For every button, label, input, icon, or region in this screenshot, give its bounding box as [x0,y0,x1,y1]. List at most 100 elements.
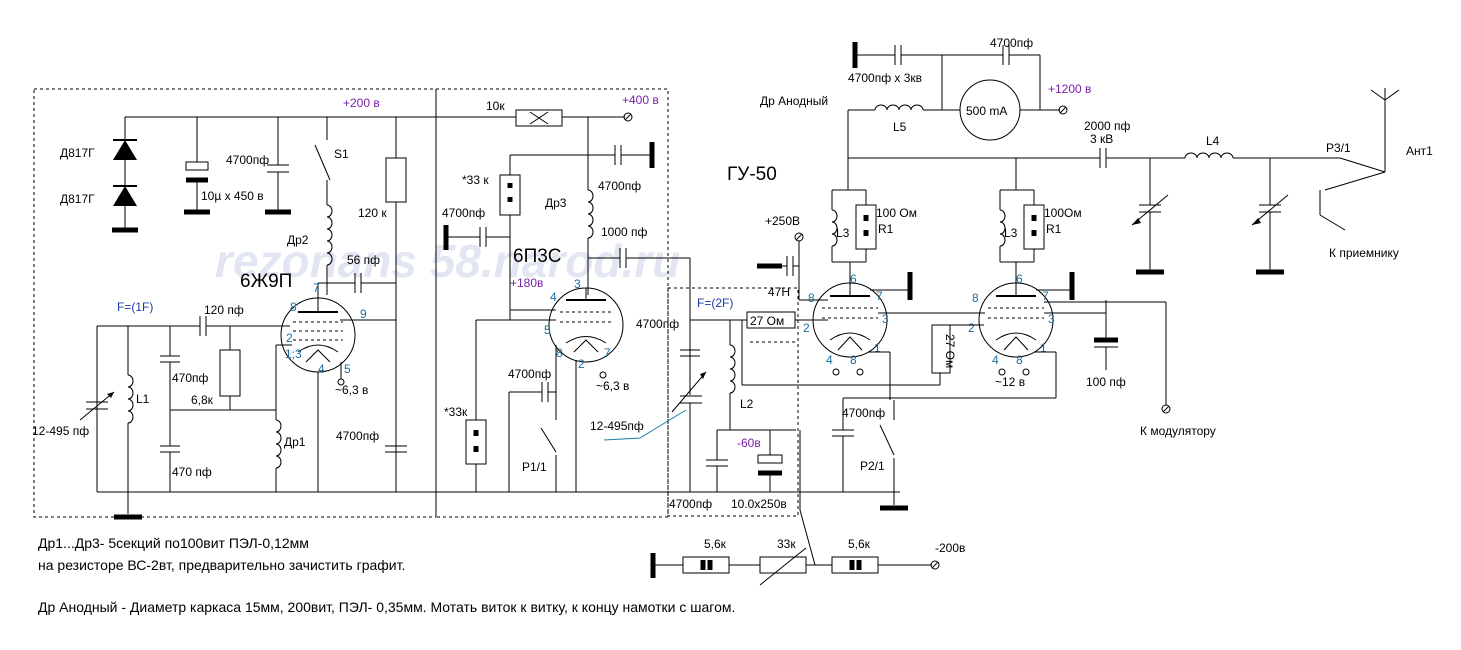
svg-text:7: 7 [1042,289,1049,303]
label-c10u: 10µ х 450 в [201,189,264,203]
resistor-120k [385,117,407,492]
capacitor-4700-top [265,117,291,215]
label-c120: 120 пф [204,303,244,317]
zener-diode-d817-b [112,160,138,233]
svg-text:4: 4 [992,353,999,367]
svg-text:2: 2 [286,331,293,345]
label-ant: Ант1 [1406,144,1433,158]
label-c10x250: 10.0х250в [731,497,787,511]
label-r1a: R1 [878,222,894,236]
label-c4700-b: 4700пф [336,429,379,443]
tube-6zh9p [280,283,356,373]
label-r56b: 5,6к [848,537,871,551]
label-freq-1f: F=(1F) [117,300,153,314]
zener-diode-d817-a [113,117,137,160]
svg-text:3: 3 [1048,312,1055,326]
svg-text:6: 6 [1016,272,1023,286]
svg-text:2: 2 [803,321,810,335]
svg-text:8: 8 [808,291,815,305]
svg-text:7: 7 [604,346,611,360]
label-c4700-bot: 4700пф [669,497,712,511]
svg-text:4: 4 [550,290,557,304]
label-fil63b: ~6,3 в [596,379,629,393]
svg-text:1: 1 [1040,341,1047,355]
svg-text:8: 8 [972,291,979,305]
label-c4700-top: 4700пф [226,153,269,167]
tank-2f: F=(2F) 4700пф 12-495пф L2 -60в 10.0х250в… [590,296,828,566]
svg-text:5: 5 [344,362,351,376]
svg-text:1;3: 1;3 [285,347,302,361]
label-r100b: 100Ом [1044,206,1082,220]
svg-text:1: 1 [874,341,881,355]
label-r10k: 10к [486,99,505,113]
label-r33k-bot: *33к [444,405,468,419]
tube-gu50-a [812,282,888,358]
label-plus400: +400 в [622,93,659,107]
svg-text:8: 8 [1016,353,1023,367]
label-l5: L5 [893,120,907,134]
svg-text:6: 6 [850,272,857,286]
switch-s1 [314,117,331,205]
label-c4700-p2: 4700пф [842,406,885,420]
label-c4700-f2: 4700пф [636,317,679,331]
label-c4700x3: 4700пф х 3кв [848,71,922,85]
svg-text:4: 4 [318,362,325,376]
label-r68k: 6,8к [191,393,214,407]
label-l2: L2 [740,397,754,411]
label-freq-2f: F=(2F) [697,296,733,310]
inductor-l1 [127,326,134,492]
label-r33k-pot: 33к [777,537,796,551]
label-r100a: 100 Ом [876,206,917,220]
svg-text:2: 2 [968,321,975,335]
stage2-doubler: +200 в 10к +400 в *33 к 4700пф 4700пф [343,93,691,492]
label-p1: Р1/1 [522,460,547,474]
svg-text:8: 8 [850,353,857,367]
label-d817-b: Д817Г [60,192,95,206]
note-line-1: Др1...Др3- 5секций по100вит ПЭЛ-0,12мм [38,535,309,551]
svg-text:8: 8 [290,300,297,314]
label-l1: L1 [136,392,150,406]
label-minus60: -60в [737,436,761,450]
capacitor-10u [184,117,210,215]
label-plus250: +250В [765,214,800,228]
stage3-pa: ГУ-50 4700пф х 3кв 4700пф 500 mA +1200 в… [727,36,1433,511]
label-c3kv: 3 кВ [1090,132,1113,146]
label-dr2: Др2 [287,233,309,247]
label-l3a: L3 [836,226,850,240]
tube-gu50-b [978,282,1054,358]
label-c470a: 470пф [172,371,209,385]
label-r1b: R1 [1046,222,1062,236]
svg-text:2: 2 [578,357,585,371]
label-dr3: Др3 [545,196,567,210]
label-c2000: 2000 пф [1084,119,1131,133]
label-l4: L4 [1206,134,1220,148]
svg-text:3: 3 [574,277,581,291]
label-c4700-dr3: 4700пф [598,179,641,193]
stage1-oscillator: Д817Г Д817Г 10µ х 450 в 4700пф S1 [32,116,900,520]
label-l3b: L3 [1004,226,1018,240]
label-r27a: 27 Ом [750,314,784,328]
label-c4700-ma: 4700пф [990,36,1033,50]
label-c4700-g2: 4700пф [442,206,485,220]
note-line-2: на резисторе ВС-2вт, предварительно зачи… [38,557,405,573]
bias-network: 5,6к 33к 5,6к -200в [650,537,965,586]
label-fil63a: ~6,3 в [335,383,368,397]
tube-label-gu50: ГУ-50 [727,164,777,185]
label-r120k: 120 к [358,206,387,220]
label-plus1200: +1200 в [1048,82,1091,96]
svg-text:3: 3 [882,312,889,326]
label-r27b: 27 Ом [943,334,957,368]
label-c4700-p1: 4700пф [508,367,551,381]
label-p3: Р3/1 [1326,141,1351,155]
label-d817-a: Д817Г [60,146,95,160]
label-minus200: -200в [935,541,965,555]
label-c12495b: 12-495пф [590,419,644,433]
label-plus200: +200 в [343,96,380,110]
tube-label-6zh9p: 6Ж9П [240,271,292,292]
label-to-rx: К приемнику [1329,246,1399,260]
stage-boxes [33,88,799,518]
svg-text:7: 7 [876,289,883,303]
choke-dr2 [326,204,333,295]
tube-6p3s [548,287,624,363]
